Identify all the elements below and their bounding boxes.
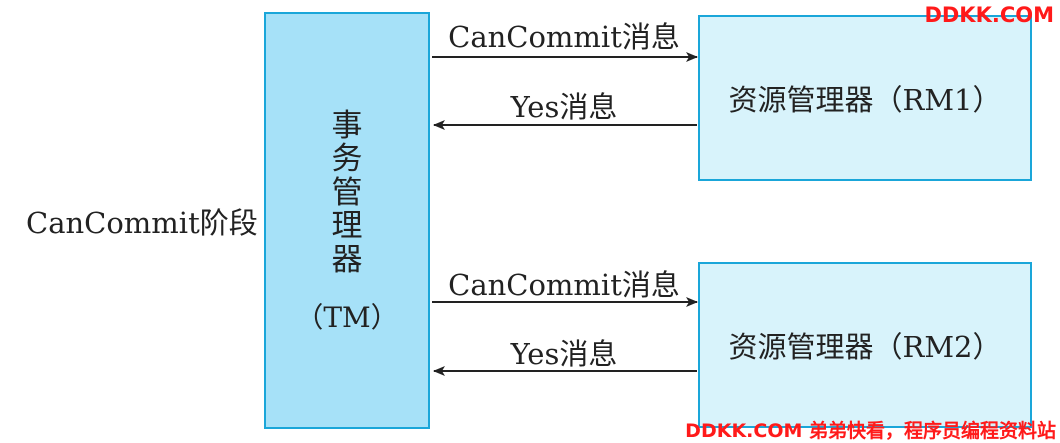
resource-manager-2-node: 资源管理器（RM2）: [698, 262, 1032, 428]
yes-message-label-1: Yes消息: [510, 90, 618, 124]
phase-label: CanCommit阶段: [26, 206, 258, 240]
tm-name-char-4: 器: [331, 241, 363, 278]
cancommit-message-label-1: CanCommit消息: [448, 20, 680, 54]
tm-name-char-1: 务: [331, 141, 363, 178]
cancommit-message-label-2: CanCommit消息: [448, 268, 680, 302]
tm-abbreviation: （TM）: [295, 301, 399, 334]
yes-message-label-2: Yes消息: [510, 337, 618, 371]
transaction-manager-node: 事务管理器 （TM）: [264, 12, 430, 429]
watermark-bottom: DDKK.COM 弟弟快看，程序员编程资料站: [685, 420, 1056, 442]
tm-name-char-0: 事: [331, 108, 363, 144]
watermark-top: DDKK.COM: [924, 3, 1054, 27]
tm-name-char-2: 管: [331, 174, 363, 211]
tm-name-char-3: 理: [331, 208, 363, 245]
tm-name-vertical: 事务管理器: [266, 108, 428, 278]
resource-manager-1-node: 资源管理器（RM1）: [698, 15, 1032, 181]
